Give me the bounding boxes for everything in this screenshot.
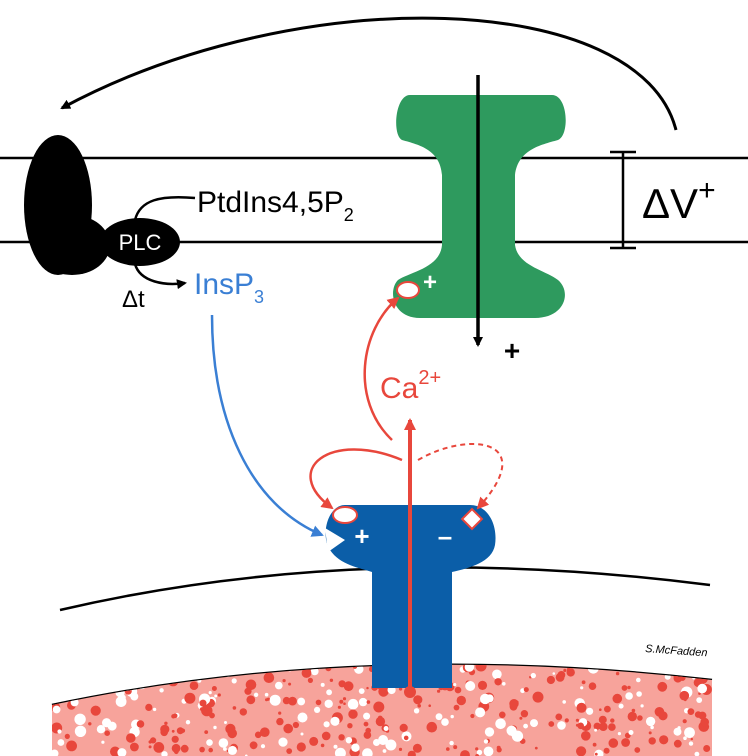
pip2-label: PtdIns4,5P2 — [197, 186, 354, 225]
insp3-sub: 3 — [254, 287, 264, 307]
receptor-minus-label: – — [438, 521, 452, 551]
pip2-arrow — [133, 196, 196, 221]
signature: S.McFadden — [645, 643, 708, 659]
delta-t-label: Δt — [122, 286, 145, 313]
calcium-pore-dot — [404, 686, 416, 698]
calcium-negative-feedback-arrow — [417, 443, 504, 510]
delta-v-sup: + — [698, 174, 716, 207]
insp3-arrow — [210, 314, 324, 537]
delta-v-label: ΔV+ — [642, 174, 716, 227]
pip2-sub: 2 — [344, 205, 354, 225]
calcium-positive-feedback-arrow — [309, 448, 403, 510]
ip3-binding-notch — [325, 528, 345, 552]
calcium-to-channel-arrow — [363, 296, 400, 441]
current-plus-label: + — [504, 335, 520, 366]
calcium-label: Ca2+ — [380, 367, 441, 405]
channel-ca-binding-site — [396, 281, 420, 299]
insp3-label: InsP3 — [194, 268, 264, 307]
receptor-complex — [24, 135, 110, 275]
calcium-main: Ca — [380, 372, 419, 405]
insp3-main: InsP — [194, 268, 254, 301]
feedback-arrow — [60, 16, 678, 131]
ip3r-activating-site — [332, 506, 358, 524]
plc-label: PLC — [119, 230, 162, 255]
receptor-plus-label: + — [354, 521, 369, 551]
delta-v-bracket — [610, 150, 636, 250]
pip2-main: PtdIns4,5P — [197, 186, 344, 219]
delta-t-arrow — [133, 263, 187, 290]
ip3r-inhibitory-site — [460, 507, 484, 531]
channel-plus-label: + — [423, 269, 437, 296]
calcium-sup: 2+ — [418, 367, 441, 389]
plc-enzyme: PLC — [100, 218, 180, 266]
delta-v-main: ΔV — [642, 180, 698, 227]
